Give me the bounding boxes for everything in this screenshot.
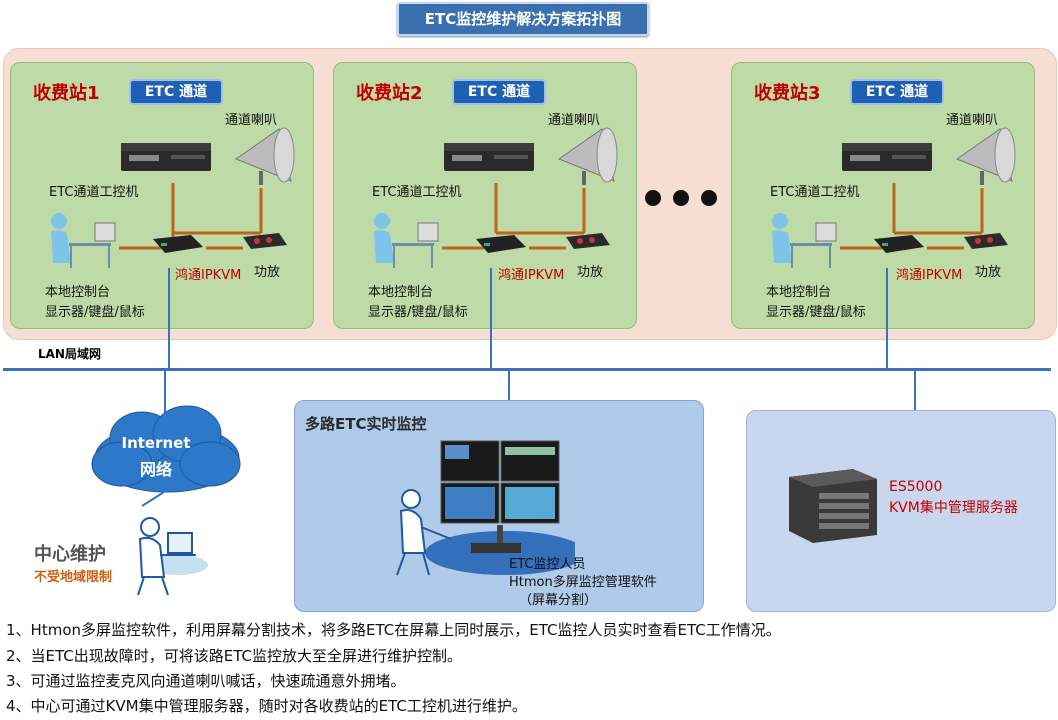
internet-downlink bbox=[164, 370, 166, 420]
operator-icon bbox=[374, 213, 439, 268]
station-links bbox=[840, 183, 984, 250]
station-links bbox=[119, 183, 263, 250]
internet-label-cn: 网络 bbox=[139, 460, 172, 479]
pc-label: ETC通道工控机 bbox=[770, 185, 860, 200]
monitor-software-label: Htmon多屏监控管理软件 bbox=[509, 575, 657, 590]
ipkvm-label: 鸿通IPKVM bbox=[896, 268, 963, 283]
note-3: 3、可通过监控麦克风向通道喇叭喊话，快速疏通意外拥堵。 bbox=[6, 672, 406, 690]
internet-cloud-icon bbox=[91, 405, 241, 507]
peripherals-label: 显示器/键盘/鼠标 bbox=[766, 305, 866, 320]
note-1: 1、Htmon多屏监控软件，利用屏幕分割技术，将多路ETC在屏幕上同时展示，ET… bbox=[6, 621, 781, 639]
monitor-operator-label: ETC监控人员 bbox=[509, 557, 586, 572]
station-devices bbox=[374, 127, 618, 268]
console-label: 本地控制台 bbox=[766, 285, 832, 300]
amp-label: 功放 bbox=[254, 265, 281, 280]
peripherals-label: 显示器/键盘/鼠标 bbox=[368, 305, 468, 320]
station-devices bbox=[772, 127, 1016, 268]
peripherals-label: 显示器/键盘/鼠标 bbox=[45, 305, 145, 320]
ipkvm-label: 鸿通IPKVM bbox=[498, 268, 565, 283]
operator-icon bbox=[772, 213, 837, 268]
pc-label: ETC通道工控机 bbox=[49, 185, 139, 200]
lan-label: LAN局域网 bbox=[38, 347, 101, 361]
pc-label: ETC通道工控机 bbox=[372, 185, 462, 200]
ipkvm-label: 鸿通IPKVM bbox=[175, 268, 242, 283]
ellipsis-dot bbox=[701, 190, 717, 206]
center-subtitle: 不受地域限制 bbox=[34, 570, 113, 585]
station-links bbox=[442, 183, 586, 250]
console-label: 本地控制台 bbox=[368, 285, 434, 300]
center-title: 中心维护 bbox=[34, 544, 106, 565]
station-2-uplink bbox=[490, 268, 492, 370]
ellipsis-dot bbox=[673, 190, 689, 206]
ipkvm-icon bbox=[476, 235, 526, 253]
industrial-pc-icon bbox=[121, 143, 211, 171]
server-desc: KVM集中管理服务器 bbox=[889, 500, 1018, 516]
station-1: 收费站1 ETC 通道 bbox=[10, 62, 314, 329]
speaker-label: 通道喇叭 bbox=[225, 113, 278, 128]
operator-icon bbox=[51, 213, 116, 268]
server-model: ES5000 bbox=[889, 479, 943, 495]
amplifier-icon bbox=[566, 233, 610, 249]
station-3: 收费站3 ETC 通道 bbox=[731, 62, 1035, 329]
lan-bus bbox=[3, 368, 1051, 371]
speaker-label: 通道喇叭 bbox=[548, 113, 601, 128]
station-3-uplink bbox=[886, 268, 888, 370]
etc-badge: ETC 通道 bbox=[452, 79, 546, 105]
amplifier-icon bbox=[964, 233, 1008, 249]
station-name: 收费站1 bbox=[33, 83, 100, 104]
etc-badge: ETC 通道 bbox=[129, 79, 223, 105]
diagram-title: ETC监控维护解决方案拓扑图 bbox=[397, 2, 649, 36]
etc-badge: ETC 通道 bbox=[850, 79, 944, 105]
station-2: 收费站2 ETC 通道 bbox=[333, 62, 637, 329]
internet-label: Internet bbox=[121, 434, 191, 452]
amp-label: 功放 bbox=[975, 265, 1002, 280]
console-label: 本地控制台 bbox=[45, 285, 111, 300]
station-name: 收费站3 bbox=[754, 83, 821, 104]
speaker-icon bbox=[557, 127, 618, 185]
ipkvm-icon bbox=[874, 235, 924, 253]
ellipsis-dot bbox=[645, 190, 661, 206]
station-devices bbox=[51, 127, 295, 268]
monitoring-title: 多路ETC实时监控 bbox=[305, 415, 427, 433]
station-name: 收费站2 bbox=[356, 83, 423, 104]
note-4: 4、中心可通过KVM集中管理服务器，随时对各收费站的ETC工控机进行维护。 bbox=[6, 697, 527, 715]
industrial-pc-icon bbox=[444, 143, 534, 171]
server-panel: ES5000 KVM集中管理服务器 bbox=[746, 410, 1056, 612]
monitor-split-label: （屏幕分割） bbox=[519, 593, 598, 608]
industrial-pc-icon bbox=[842, 143, 932, 171]
speaker-label: 通道喇叭 bbox=[946, 113, 999, 128]
kvm-server-icon bbox=[789, 469, 877, 543]
station-1-uplink bbox=[168, 268, 170, 370]
monitor-downlink bbox=[508, 370, 510, 400]
multi-screen-station-icon bbox=[396, 440, 575, 576]
server-downlink bbox=[914, 370, 916, 412]
speaker-icon bbox=[234, 127, 295, 185]
note-2: 2、当ETC出现故障时，可将该路ETC监控放大至全屏进行维护控制。 bbox=[6, 647, 463, 665]
ipkvm-icon bbox=[153, 235, 203, 253]
speaker-icon bbox=[955, 127, 1016, 185]
monitoring-panel: 多路ETC实时监控 ETC监控人员 Htmon多屏监控管理软件 （屏幕分割） bbox=[294, 400, 704, 612]
amp-label: 功放 bbox=[577, 265, 604, 280]
center-operator-icon bbox=[137, 517, 208, 596]
amplifier-icon bbox=[243, 233, 287, 249]
